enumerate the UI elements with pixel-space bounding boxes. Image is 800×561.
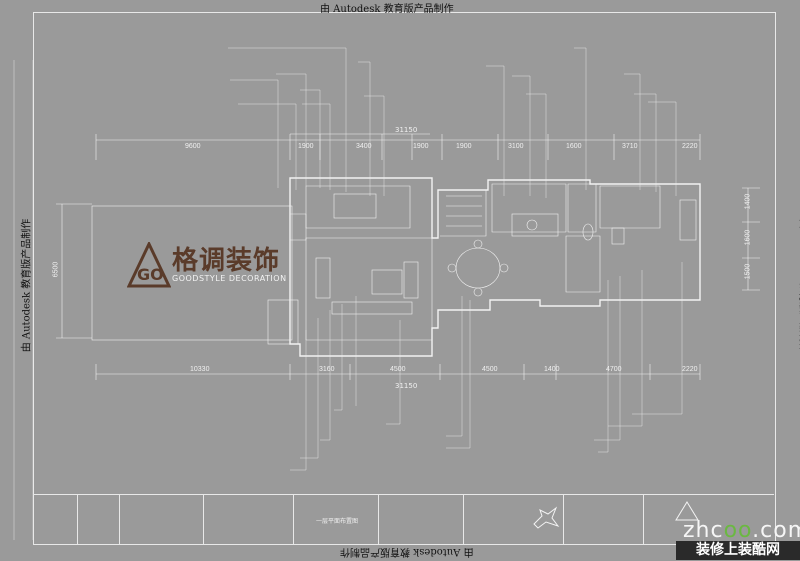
title-block-cell: [463, 495, 524, 544]
brand-triangle-icon: [675, 501, 699, 521]
dim-top-2: 3400: [356, 143, 372, 150]
drawing-frame: [33, 12, 776, 545]
dim-left-total: 6500: [52, 261, 60, 278]
site-brand-part-a: zhc: [683, 518, 724, 543]
title-block-cell: [563, 495, 624, 544]
logo-mark-icon: GO: [127, 242, 171, 288]
site-brand-part-c: .com: [752, 518, 800, 543]
dim-bottom-3: 4500: [482, 366, 498, 373]
title-block: [33, 494, 774, 544]
logo-english-name: GOODSTYLE DECORATION: [172, 274, 287, 283]
title-block-cell: [203, 495, 264, 544]
dim-bottom-2: 4500: [390, 366, 406, 373]
dim-bottom-4: 1400: [544, 366, 560, 373]
dim-top-8: 2220: [682, 143, 698, 150]
dim-top-4: 1900: [456, 143, 472, 150]
title-block-cell: [643, 495, 704, 544]
title-block-cell: [293, 495, 354, 544]
dim-right-2: 1500: [744, 263, 752, 280]
watermark-top: 由 Autodesk 教育版产品制作: [320, 4, 454, 15]
site-tagline: 装修上装酷网: [676, 541, 800, 560]
drawing-name: 一层平面布置图: [316, 518, 359, 525]
dim-bottom-5: 4700: [606, 366, 622, 373]
title-block-cell: [119, 495, 180, 544]
dim-bottom-1: 3160: [319, 366, 335, 373]
dim-top-5: 3100: [508, 143, 524, 150]
dim-top-3: 1900: [413, 143, 429, 150]
logo-chinese-name: 格调装饰: [172, 246, 281, 276]
dim-bottom-6: 2220: [682, 366, 698, 373]
company-logo: GO 格调装饰 GOODSTYLE DECORATION: [127, 240, 307, 290]
dim-top-6: 1600: [566, 143, 582, 150]
title-block-cell: [378, 495, 459, 544]
dim-top-total: 31150: [395, 126, 418, 134]
site-brand: zhcoo.com: [683, 518, 800, 543]
title-block-cell: [77, 495, 118, 544]
svg-text:GO: GO: [137, 265, 164, 284]
dim-top-1: 1900: [298, 143, 314, 150]
dim-top-7: 3710: [622, 143, 638, 150]
dim-right-0: 1400: [744, 193, 752, 210]
dim-bottom-total: 31150: [395, 382, 418, 390]
dim-right-1: 1600: [744, 229, 752, 246]
dim-bottom-0: 10330: [190, 366, 210, 373]
pegasus-emblem-icon: [533, 506, 560, 529]
site-brand-part-b: oo: [723, 518, 753, 543]
dim-top-0: 9600: [185, 143, 201, 150]
